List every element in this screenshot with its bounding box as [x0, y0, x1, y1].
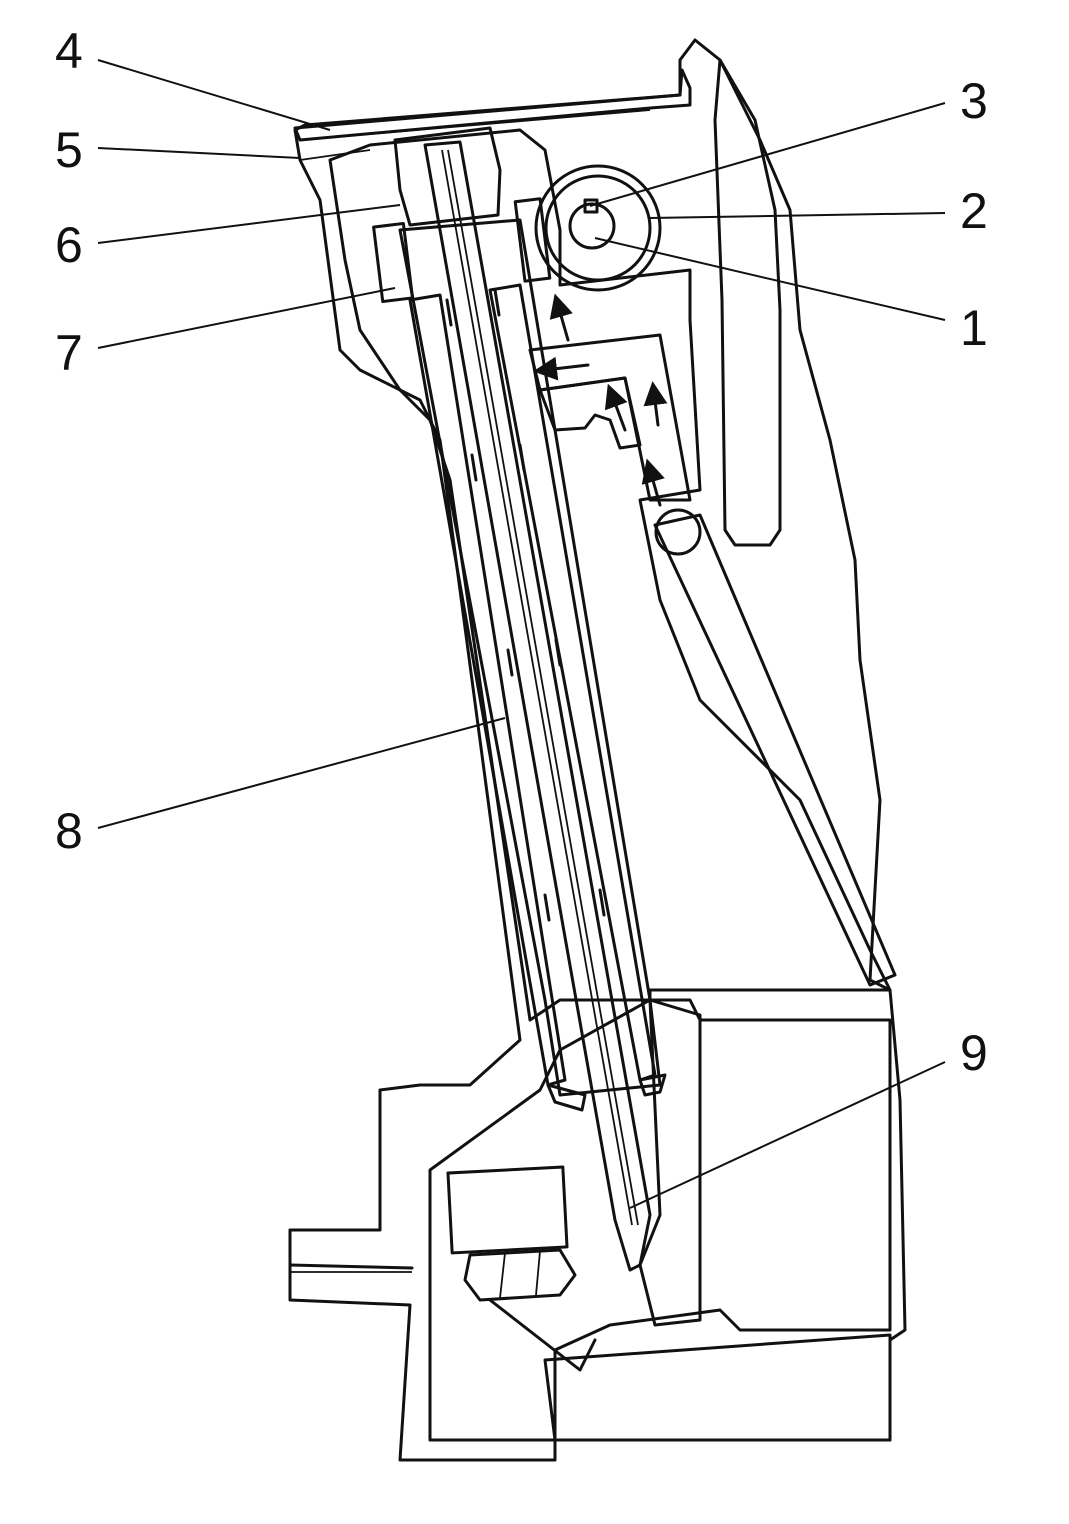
rod-flow-marks — [445, 288, 606, 922]
leader-9 — [629, 1061, 946, 1209]
lower-right-block — [638, 998, 702, 1327]
right-slot — [713, 58, 782, 547]
callout-8: 8 — [55, 803, 83, 859]
leader-8 — [97, 717, 506, 829]
leader-7 — [97, 287, 396, 349]
leader-4 — [97, 59, 331, 131]
leader-3 — [589, 102, 946, 207]
callout-5: 5 — [55, 122, 83, 178]
leader-lines — [97, 59, 946, 1209]
top-cover-plate — [293, 68, 692, 142]
guide-bushing-left — [372, 221, 415, 304]
bolt-shank — [446, 1165, 569, 1255]
leader-6 — [97, 204, 401, 244]
cam-inner-ring — [544, 174, 652, 282]
rod-outer-sleeve — [398, 218, 662, 1097]
housing-body — [288, 38, 907, 1462]
flow-arrows — [533, 293, 668, 507]
cam-shaft — [568, 202, 616, 250]
base-plate — [543, 1333, 892, 1442]
cam-key — [583, 198, 599, 214]
rod-inner-sleeve-left — [408, 293, 567, 1087]
inner-cavity — [328, 128, 892, 1442]
pipe-end — [654, 508, 702, 556]
leader-5 — [97, 147, 301, 159]
callout-2: 2 — [960, 183, 988, 239]
callout-1: 1 — [960, 300, 988, 356]
leader-1 — [594, 237, 946, 321]
callout-4: 4 — [55, 23, 83, 79]
bolt-nut — [463, 1248, 577, 1302]
callout-6: 6 — [55, 217, 83, 273]
callout-7: 7 — [55, 325, 83, 381]
lower-seal-left — [546, 1083, 587, 1112]
callout-9: 9 — [960, 1025, 988, 1081]
inclined-pipe — [653, 513, 897, 987]
bolt-base — [488, 1298, 597, 1372]
cam-outer-ring — [534, 164, 662, 292]
channel-ridge — [538, 376, 642, 450]
rod-inner-sleeve-right — [488, 283, 657, 1082]
callout-3: 3 — [960, 73, 988, 129]
lower-seal-right — [638, 1073, 667, 1097]
upper-bearing-block — [393, 126, 502, 227]
guide-bushing-right — [513, 197, 552, 283]
leader-2 — [649, 212, 946, 219]
